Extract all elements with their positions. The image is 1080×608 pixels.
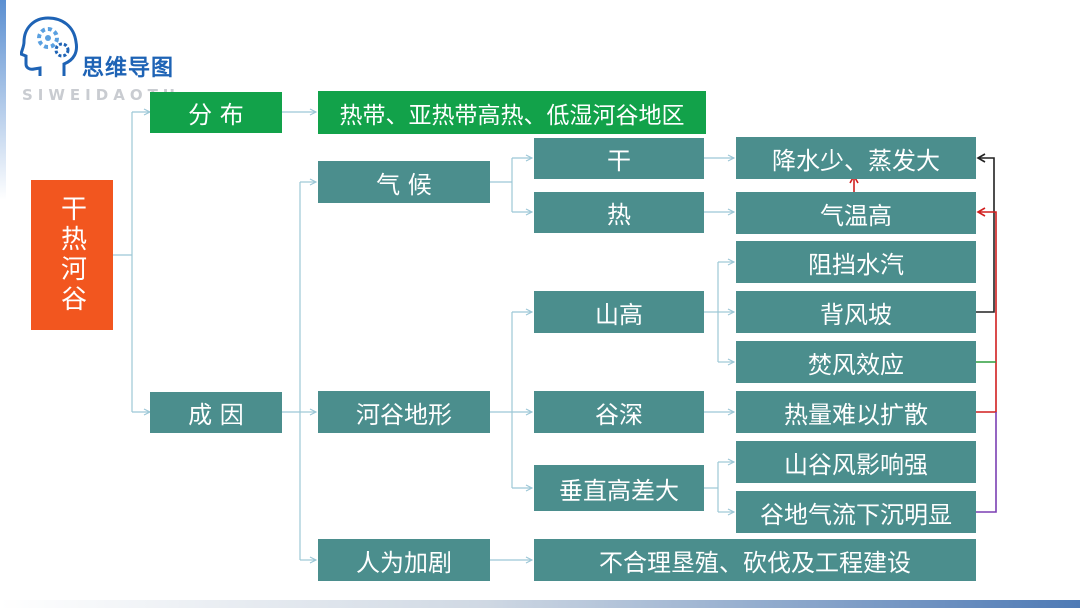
node-distribution: 分 布 [150,92,282,133]
node-terrain-label: 河谷地形 [356,400,452,429]
bottom-accent-bar [0,600,1080,608]
node-human-detail-label: 不合理垦殖、砍伐及工程建设 [599,548,911,577]
node-vertical-diff: 垂直高差大 [534,465,704,511]
node-valley-deep-label: 谷深 [595,400,643,429]
node-leeward: 背风坡 [736,291,976,333]
node-human-detail: 不合理垦殖、砍伐及工程建设 [534,539,976,581]
node-leeward-label: 背风坡 [820,300,892,329]
node-cause: 成 因 [150,392,282,433]
logo-title: 思维导图 [82,56,175,81]
node-heat-hard-label: 热量难以扩散 [784,400,928,429]
node-hot-label: 热 [607,201,631,229]
root-node: 干热河谷 [31,180,113,330]
left-accent-bar [0,0,6,200]
node-foehn-label: 焚风效应 [808,350,904,379]
node-human-label: 人为加剧 [356,548,452,577]
node-dry: 干 [534,138,704,179]
node-high-temp-label: 气温高 [820,201,892,230]
node-block-vapor: 阻挡水汽 [736,241,976,283]
node-high-temp: 气温高 [736,192,976,234]
node-distribution-detail-label: 热带、亚热带高热、低湿河谷地区 [339,102,685,129]
node-dry-label: 干 [607,147,631,175]
node-valley-wind: 山谷风影响强 [736,441,976,483]
node-less-rain-label: 降水少、蒸发大 [772,146,940,175]
node-terrain: 河谷地形 [318,391,490,433]
logo-subtitle: SIWEIDAOTU [22,86,180,104]
node-less-rain: 降水少、蒸发大 [736,137,976,179]
head-gears-icon [20,16,78,76]
node-vertical-diff-label: 垂直高差大 [559,476,679,505]
node-air-sink: 谷地气流下沉明显 [736,491,976,533]
node-distribution-label: 分 布 [188,101,244,129]
node-valley-deep: 谷深 [534,391,704,433]
node-hot: 热 [534,192,704,233]
logo: 思维导图 SIWEIDAOTU [20,14,220,114]
node-mountain-high: 山高 [534,291,704,333]
node-climate-label: 气 候 [376,170,432,199]
node-cause-label: 成 因 [188,401,244,429]
node-climate: 气 候 [318,161,490,203]
node-mountain-high-label: 山高 [595,300,643,329]
root-label: 干热河谷 [56,195,87,315]
node-air-sink-label: 谷地气流下沉明显 [760,500,952,529]
node-distribution-detail: 热带、亚热带高热、低湿河谷地区 [318,91,706,134]
node-block-vapor-label: 阻挡水汽 [808,250,904,279]
node-valley-wind-label: 山谷风影响强 [784,450,928,479]
node-foehn: 焚风效应 [736,341,976,383]
node-heat-hard: 热量难以扩散 [736,391,976,433]
node-human: 人为加剧 [318,539,490,581]
